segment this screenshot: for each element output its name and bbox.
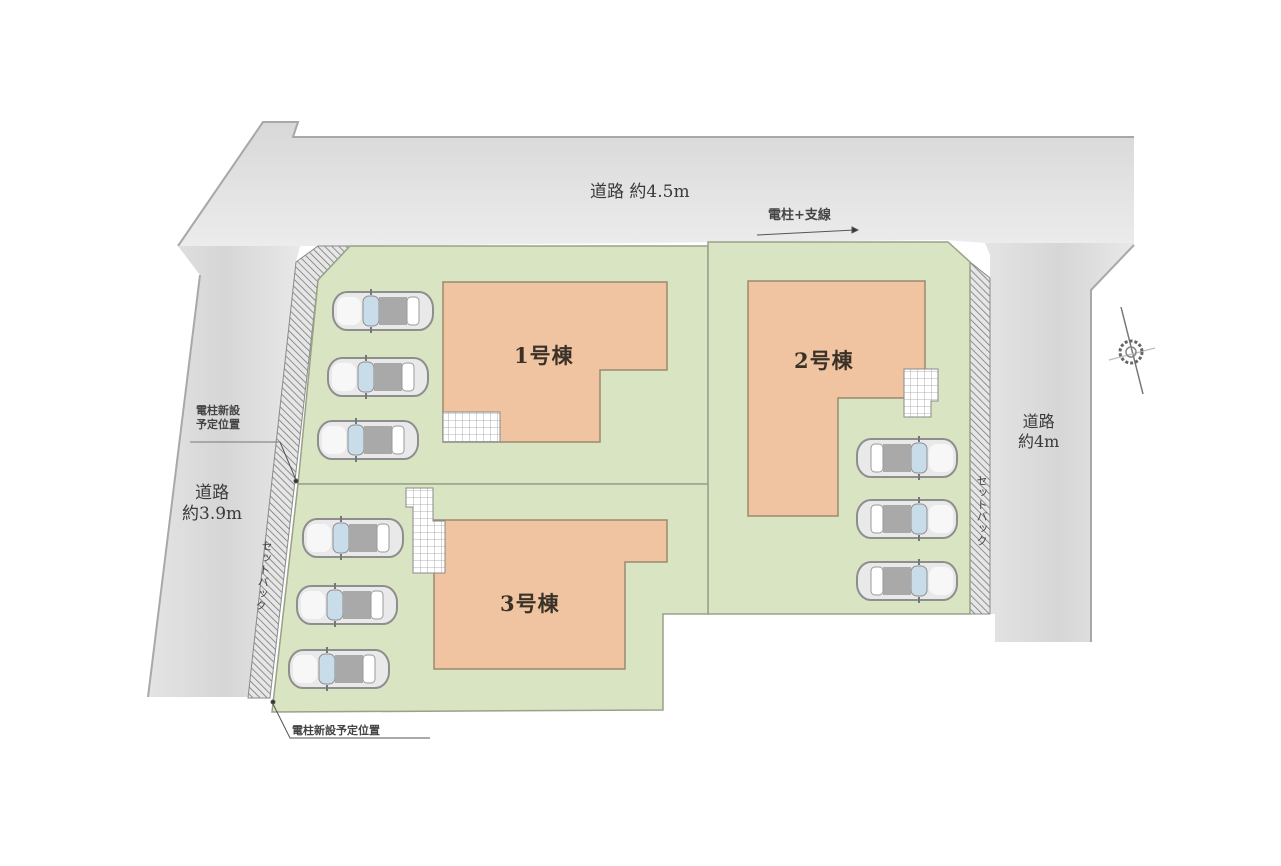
road-west-label: 道路 約3.9m [182,483,242,526]
parking-lot-2 [856,435,958,604]
leader-lines [190,226,860,739]
building-2 [747,280,939,517]
building-1 [442,281,668,443]
road-west-line2: 約3.9m [182,504,243,525]
road-east [985,243,1135,642]
parking-lot-1 [317,288,434,463]
road-west [147,246,300,698]
car-icon [327,354,429,400]
road-north [177,121,1134,247]
road-east-line2: 約4m [1018,432,1060,451]
car-icon [856,496,958,542]
car-icon [302,515,404,561]
parking-lot-3 [288,515,404,692]
new-pole-west-line1: 電柱新設 [196,404,240,417]
building-1-label: 1号棟 [514,343,574,368]
building-3 [405,487,668,670]
building-3-label: 3号棟 [500,591,560,616]
road-north-label: 道路 約4.5m [590,182,690,202]
setback-east-label: セットバック [975,475,988,547]
utility-pole-guy-label: 電柱+支線 [768,208,831,223]
road-east-line1: 道路 [1022,412,1055,431]
car-icon [332,288,434,334]
car-icon [856,435,958,481]
car-icon [317,417,419,463]
building-2-label: 2号棟 [794,348,854,373]
car-icon [856,558,958,604]
car-icon [288,646,390,692]
new-pole-west-line2: 予定位置 [196,417,240,431]
setback-east [969,260,991,615]
new-pole-south-label: 電柱新設予定位置 [292,724,380,737]
road-west-line1: 道路 [195,483,230,503]
new-pole-west-label: 電柱新設 予定位置 [196,404,240,432]
car-icon [296,582,398,628]
north-arrow-compass-icon [1108,306,1156,395]
road-east-label: 道路 約4m [1018,412,1059,452]
